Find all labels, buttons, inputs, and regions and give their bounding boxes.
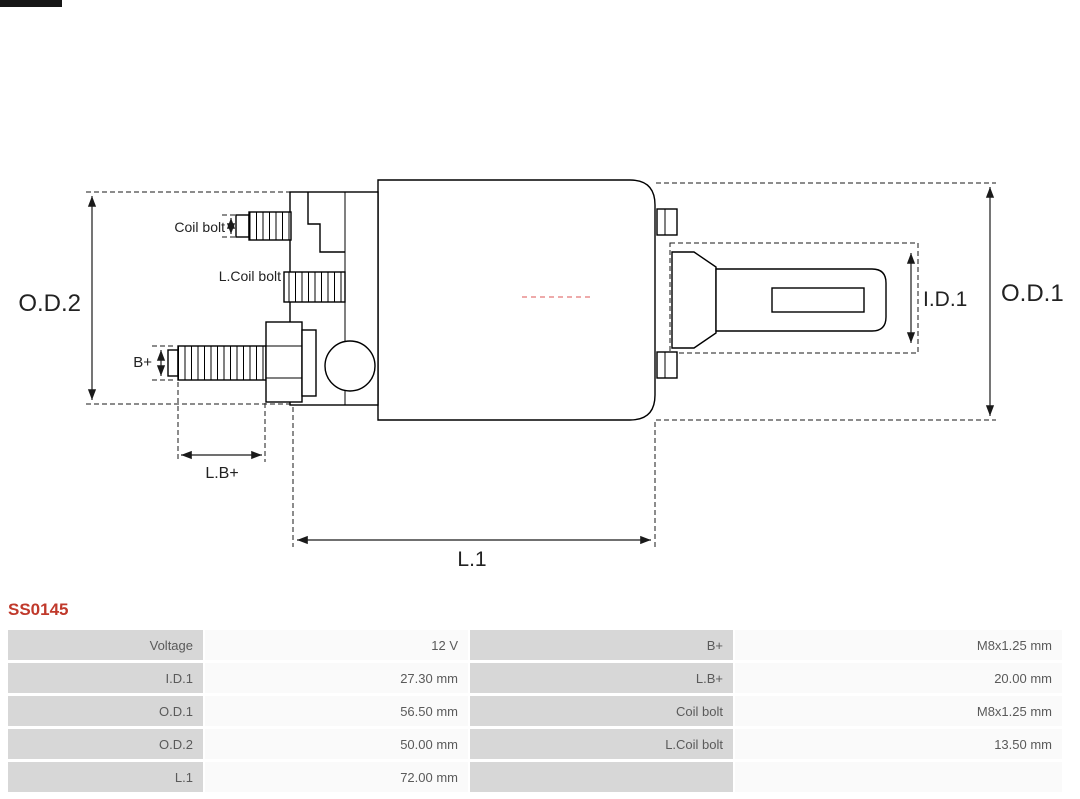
corner-logo-bar [0, 0, 62, 7]
label-coil-bolt: Coil bolt [174, 219, 225, 235]
spec-label: Voltage [8, 630, 203, 660]
spec-value: 12 V [205, 630, 468, 660]
spec-label: Coil bolt [470, 696, 733, 726]
coil-bolt-stud [235, 211, 292, 241]
solenoid-drawing-svg: O.D.2 O.D.1 I.D.1 L.1 L.B+ B+ Coil bolt … [18, 179, 1064, 571]
top-terminal-bracket [307, 192, 345, 253]
spec-label: O.D.2 [8, 729, 203, 759]
spec-value: 27.30 mm [205, 663, 468, 693]
label-od2: O.D.2 [18, 290, 81, 317]
part-number: SS0145 [8, 600, 69, 619]
dimension-arrows [87, 187, 995, 545]
spec-value: 72.00 mm [205, 762, 468, 792]
solenoid-part [167, 179, 887, 421]
spec-label: L.1 [8, 762, 203, 792]
spec-value: M8x1.25 mm [735, 696, 1062, 726]
spec-label: L.Coil bolt [470, 729, 733, 759]
label-b-plus: B+ [133, 354, 152, 371]
solenoid-main-body [377, 179, 656, 421]
plunger [671, 251, 887, 349]
dimension-extension-lines [86, 182, 996, 547]
spec-value: 20.00 mm [735, 663, 1062, 693]
label-od1: O.D.1 [1001, 280, 1064, 307]
spec-label: B+ [470, 630, 733, 660]
label-l1: L.1 [457, 548, 486, 571]
spec-table: Voltage 12 V B+ M8x1.25 mm I.D.1 27.30 m… [8, 630, 1062, 792]
spec-label: I.D.1 [8, 663, 203, 693]
spec-value: 50.00 mm [205, 729, 468, 759]
mounting-tabs [656, 208, 678, 379]
spec-label: L.B+ [470, 663, 733, 693]
b-plus-terminal [167, 321, 376, 403]
label-lb-plus: L.B+ [205, 465, 238, 482]
label-l-coil-bolt: L.Coil bolt [219, 268, 281, 284]
l-coil-bolt-block [283, 271, 346, 303]
spec-value: 13.50 mm [735, 729, 1062, 759]
spec-value: 56.50 mm [205, 696, 468, 726]
spec-label [470, 762, 733, 792]
spec-value: M8x1.25 mm [735, 630, 1062, 660]
spec-value [735, 762, 1062, 792]
dimension-labels: O.D.2 O.D.1 I.D.1 L.1 L.B+ B+ Coil bolt … [18, 219, 1063, 571]
technical-drawing: O.D.2 O.D.1 I.D.1 L.1 L.B+ B+ Coil bolt … [18, 179, 1064, 571]
spec-label: O.D.1 [8, 696, 203, 726]
label-id1: I.D.1 [923, 288, 967, 311]
